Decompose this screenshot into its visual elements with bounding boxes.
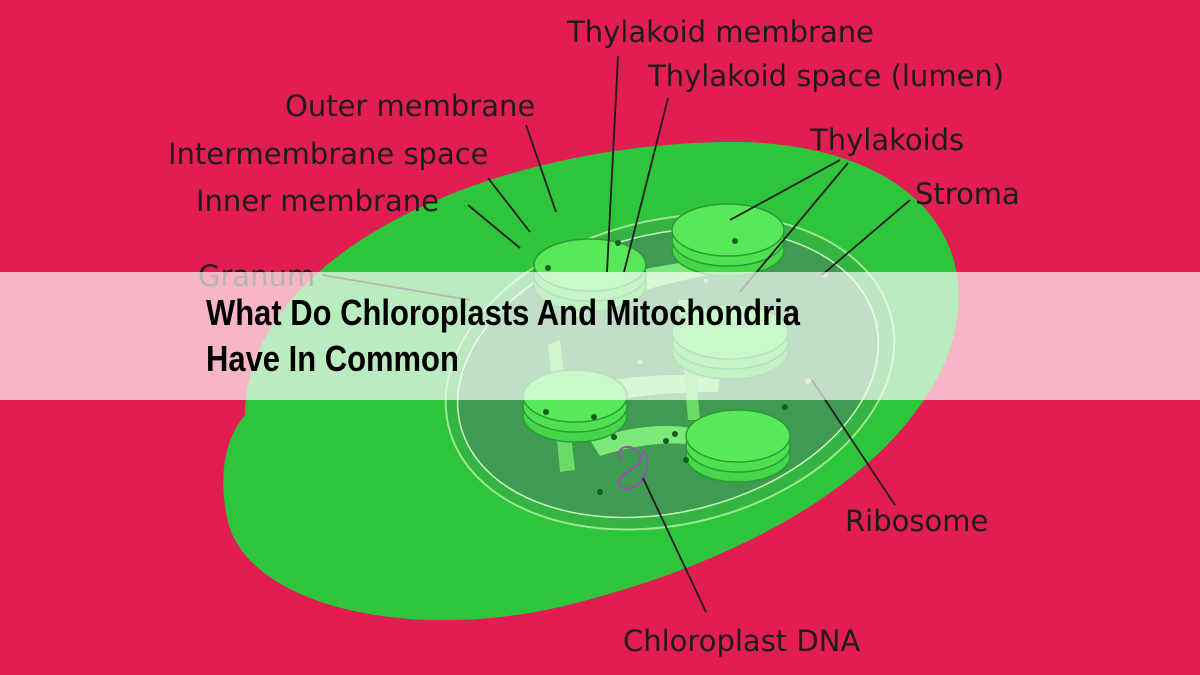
label-ribosome: Ribosome <box>845 504 988 538</box>
label-intermembrane-space: Intermembrane space <box>168 137 489 171</box>
page-title-line-2: Have In Common <box>206 338 459 379</box>
stroma-granules <box>543 238 788 495</box>
label-stroma: Stroma <box>915 177 1020 211</box>
dna-icon <box>617 445 649 490</box>
label-thylakoid-space: Thylakoid space (lumen) <box>647 59 1004 93</box>
label-inner-membrane: Inner membrane <box>196 184 439 218</box>
title-banner <box>0 272 1200 400</box>
diagram-labels: Thylakoid membrane Thylakoid space (lume… <box>168 15 1020 658</box>
granum-top-right <box>671 203 785 277</box>
label-thylakoids: Thylakoids <box>809 123 964 157</box>
label-outer-membrane: Outer membrane <box>285 89 535 123</box>
label-thylakoid-membrane: Thylakoid membrane <box>566 15 874 49</box>
label-chloroplast-dna: Chloroplast DNA <box>623 624 860 658</box>
granum-bottom-right <box>685 409 791 483</box>
page-title: What Do Chloroplasts And Mitochondria Ha… <box>206 290 980 382</box>
page-title-line-1: What Do Chloroplasts And Mitochondria <box>206 292 800 333</box>
